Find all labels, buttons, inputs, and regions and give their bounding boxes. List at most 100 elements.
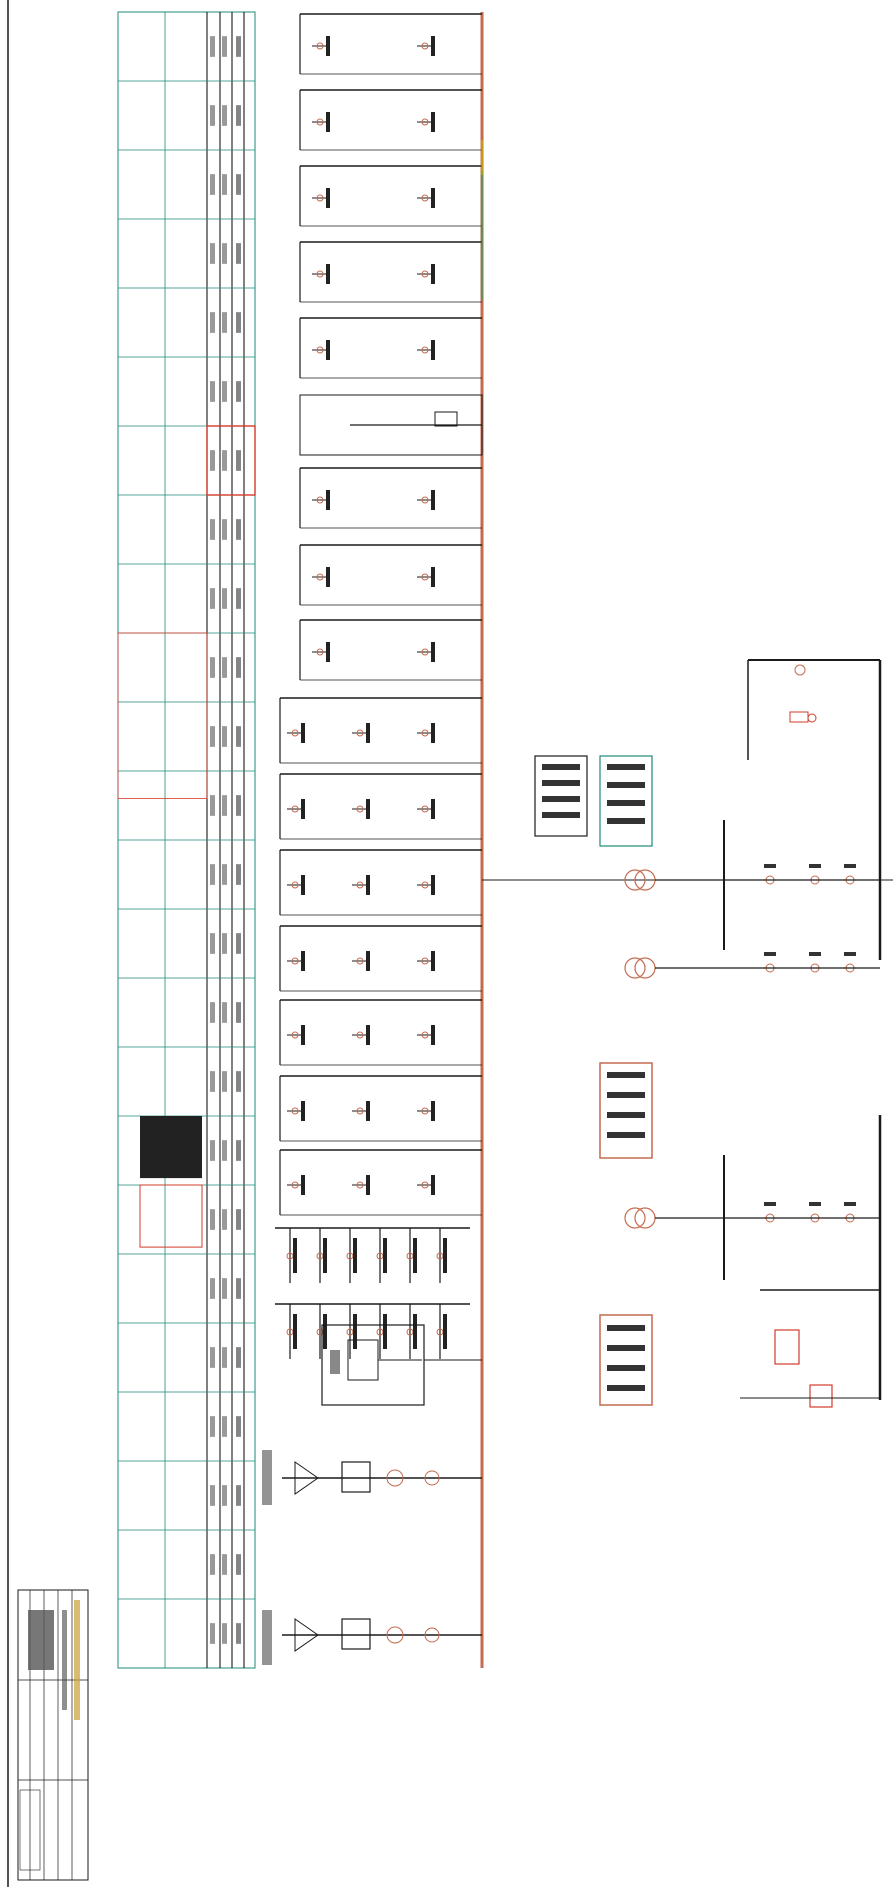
- table-cell-mark: [236, 243, 241, 264]
- table-cell-mark: [236, 1071, 241, 1092]
- feeder-middle: [279, 925, 482, 992]
- ct-symbol: [356, 1107, 364, 1115]
- right-branch-bottom: [740, 1289, 880, 1408]
- terminal-mark: [431, 723, 435, 743]
- table-cell-mark: [210, 864, 215, 885]
- table-cell-mark: [236, 381, 241, 402]
- table-cell-mark: [236, 36, 241, 57]
- table-cell-mark: [210, 726, 215, 747]
- table-cell-mark: [210, 1554, 215, 1575]
- table-cell-mark: [210, 36, 215, 57]
- terminal-mark: [326, 567, 330, 587]
- terminal-mark: [301, 875, 305, 895]
- legend-box-2: [599, 755, 653, 847]
- terminal-mark: [293, 1238, 297, 1273]
- terminal-mark: [353, 1314, 357, 1349]
- terminal-mark: [366, 799, 370, 819]
- table-cell-mark: [222, 1140, 227, 1161]
- ct-symbol: [421, 805, 429, 813]
- terminal-mark: [443, 1314, 447, 1349]
- table-cell-mark: [210, 1416, 215, 1437]
- table-cell-mark: [222, 795, 227, 816]
- ct-symbol: [421, 573, 429, 581]
- switchgear-table: [117, 11, 256, 1669]
- table-cell-mark: [222, 105, 227, 126]
- terminal-mark: [431, 1025, 435, 1045]
- switch-label-mark: [844, 864, 856, 868]
- terminal-mark: [301, 951, 305, 971]
- terminal-mark: [366, 951, 370, 971]
- table-highlight-cell: [117, 632, 208, 800]
- ct-symbol: [421, 1031, 429, 1039]
- table-cell-mark: [222, 36, 227, 57]
- feeder-upper: [299, 544, 482, 606]
- table-cell-mark: [222, 726, 227, 747]
- transformer-section: [482, 659, 893, 1408]
- ct-symbol: [356, 729, 364, 737]
- table-cell-mark: [222, 312, 227, 333]
- terminal-mark: [326, 642, 330, 662]
- table-cell-mark: [222, 1002, 227, 1023]
- table-cell-mark: [222, 519, 227, 540]
- terminal-mark: [326, 36, 330, 56]
- table-cell-mark: [222, 450, 227, 471]
- table-cell-mark: [236, 588, 241, 609]
- feeder-upper: [299, 317, 482, 379]
- ct-symbol: [291, 729, 299, 737]
- table-cell-mark: [222, 1278, 227, 1299]
- ct-symbol: [356, 1031, 364, 1039]
- table-cell-mark: [210, 1623, 215, 1644]
- transformer-2: [624, 957, 880, 979]
- terminal-mark: [431, 36, 435, 56]
- transformer-1: [624, 820, 880, 950]
- table-cell-mark: [222, 381, 227, 402]
- ct-symbol: [421, 346, 429, 354]
- table-cell-mark: [236, 105, 241, 126]
- ct-symbol: [356, 957, 364, 965]
- terminal-mark: [431, 951, 435, 971]
- transformer-branch-switches: [764, 864, 856, 1223]
- table-cell-mark: [222, 1554, 227, 1575]
- switch-label-mark: [764, 864, 776, 868]
- table-cell-mark: [210, 588, 215, 609]
- table-cell-mark: [222, 864, 227, 885]
- table-cell-mark: [210, 1209, 215, 1230]
- table-cell-mark: [236, 450, 241, 471]
- terminal-mark: [326, 340, 330, 360]
- table-cell-mark: [210, 174, 215, 195]
- ct-symbol: [421, 648, 429, 656]
- terminal-mark: [326, 188, 330, 208]
- ct-symbol: [291, 957, 299, 965]
- switch-label-mark: [809, 1202, 821, 1206]
- terminal-mark: [431, 567, 435, 587]
- terminal-mark: [323, 1238, 327, 1273]
- terminal-mark: [431, 188, 435, 208]
- terminal-mark: [431, 340, 435, 360]
- terminal-mark: [326, 112, 330, 132]
- terminal-mark: [413, 1314, 417, 1349]
- table-cell-mark: [210, 450, 215, 471]
- terminal-mark: [301, 1175, 305, 1195]
- terminal-mark: [366, 1025, 370, 1045]
- table-cell-mark: [222, 1485, 227, 1506]
- feeder-middle: [279, 849, 482, 916]
- terminal-mark: [326, 490, 330, 510]
- ct-symbol: [316, 496, 324, 504]
- ct-symbol: [291, 1031, 299, 1039]
- table-cell-mark: [236, 864, 241, 885]
- table-cell-mark: [236, 1002, 241, 1023]
- table-cell-mark: [210, 795, 215, 816]
- table-cell-mark: [222, 1416, 227, 1437]
- terminal-mark: [431, 490, 435, 510]
- ct-symbol: [316, 42, 324, 50]
- switch-label-mark: [844, 952, 856, 956]
- ct-symbol: [421, 118, 429, 126]
- ct-symbol: [421, 194, 429, 202]
- table-cell-mark: [210, 243, 215, 264]
- terminal-mark: [353, 1238, 357, 1273]
- terminal-mark: [413, 1238, 417, 1273]
- ct-symbol: [291, 1181, 299, 1189]
- feeder-lower: [275, 1303, 470, 1359]
- switch-label-mark: [844, 1202, 856, 1206]
